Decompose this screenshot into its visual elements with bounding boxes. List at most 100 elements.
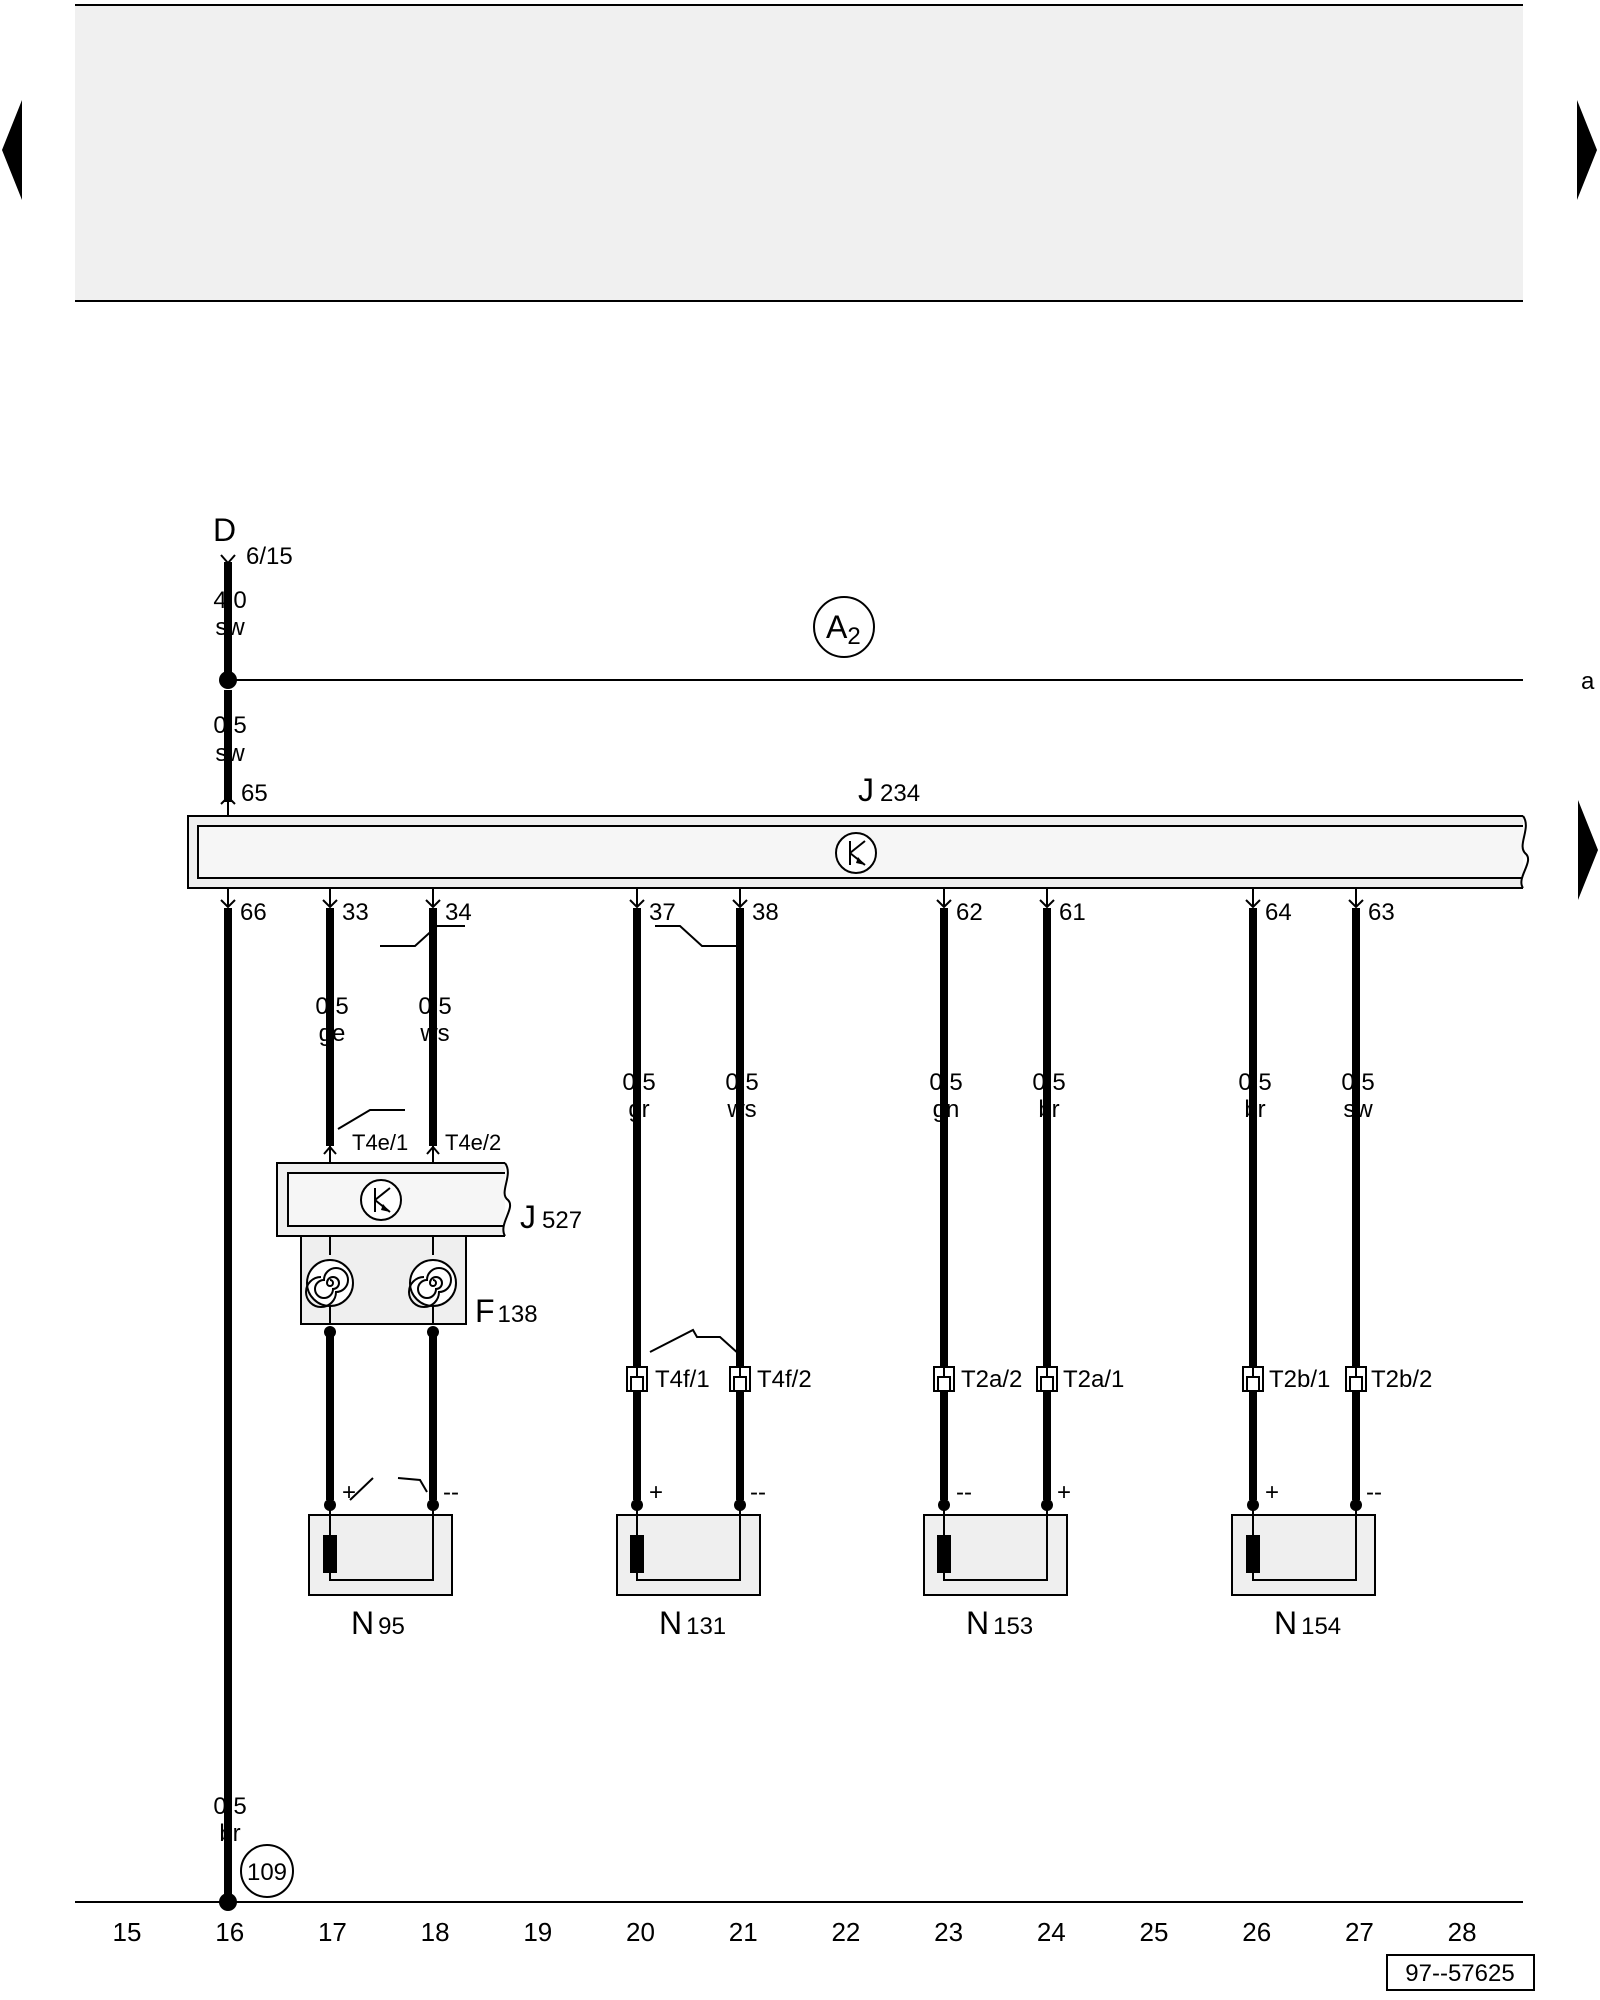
column-number: 21 <box>729 1917 758 1947</box>
sub-unit-transistor-arrow-icon <box>381 1204 390 1212</box>
wire-size: 0,5 <box>929 1069 962 1096</box>
polarity-right: -- <box>1366 1479 1382 1506</box>
polarity-right: + <box>1057 1479 1071 1506</box>
pin-number: 64 <box>1265 899 1292 926</box>
wire-color: ge <box>319 1020 346 1047</box>
wire-size: 0,5 <box>1238 1069 1271 1096</box>
pin-number: 66 <box>240 899 267 926</box>
ground-wire-color: br <box>219 1820 240 1847</box>
connector-arrow-icon <box>426 1145 440 1155</box>
polarity-left: -- <box>956 1479 972 1506</box>
pin-arrow-icon <box>1348 899 1364 909</box>
igniter-number: 131 <box>686 1613 726 1640</box>
control-unit-electronic-icon <box>835 832 877 874</box>
polarity-left: + <box>1265 1479 1279 1506</box>
supply-wire-lower-color: sw <box>215 740 245 767</box>
pin-number: 38 <box>752 899 779 926</box>
wire-color: ws <box>419 1020 449 1047</box>
pin-number: 61 <box>1059 899 1086 926</box>
column-number: 18 <box>421 1917 450 1947</box>
output-pins: 66 33 34 37 38 62 61 64 63 <box>220 888 1395 926</box>
connector-arrow-icon <box>323 1145 337 1155</box>
bus-junction <box>219 671 237 689</box>
wire-color: ws <box>726 1096 756 1123</box>
connector-t4e-2: T4e/2 <box>445 1130 501 1155</box>
bus-marker-letter: A <box>826 609 848 645</box>
pin-number: 62 <box>956 899 983 926</box>
connector-t2b-1: T2b/1 <box>1269 1366 1330 1393</box>
polarity-right: -- <box>750 1479 766 1506</box>
twisted-pair-t4e <box>337 1109 405 1130</box>
column-number: 23 <box>934 1917 963 1947</box>
igniter-letter: N <box>659 1605 682 1641</box>
prev-page-arrow-icon[interactable] <box>2 100 22 200</box>
wire-size: 0,5 <box>725 1069 758 1096</box>
inline-connector-pin-icon <box>733 1367 747 1391</box>
pin-number: 37 <box>649 899 676 926</box>
pin-arrow-icon <box>629 899 645 909</box>
clockspring-number: 138 <box>498 1301 538 1328</box>
column-number: 25 <box>1140 1917 1169 1947</box>
wire-size: 0,5 <box>1032 1069 1065 1096</box>
pin-number: 34 <box>445 899 472 926</box>
clockspring-coil-right-icon <box>408 1259 457 1324</box>
bus-marker-circle <box>813 596 875 658</box>
ground-point-circle <box>240 1844 294 1898</box>
connector-t4f-2: T4f/2 <box>757 1366 812 1393</box>
control-unit-pin-in: 65 <box>241 780 268 807</box>
igniter-element-icon <box>630 1535 644 1573</box>
igniter-element-icon <box>323 1535 337 1573</box>
connector-t4f-1: T4f/1 <box>655 1366 710 1393</box>
side-label: a <box>1581 668 1595 695</box>
column-number: 28 <box>1448 1917 1477 1947</box>
connector-t2a-1: T2a/1 <box>1063 1366 1124 1393</box>
inline-connector-pin-icon <box>630 1367 644 1391</box>
column-number: 22 <box>831 1917 860 1947</box>
column-number: 16 <box>215 1917 244 1947</box>
wire-color: br <box>1038 1096 1059 1123</box>
pin-arrow-icon <box>936 899 952 909</box>
wire-color: br <box>1244 1096 1265 1123</box>
control-unit-break <box>1520 815 1529 889</box>
igniter-letter: N <box>1274 1605 1297 1641</box>
inline-connector-pin-icon <box>1040 1367 1054 1391</box>
clockspring-coil-left-icon <box>305 1259 354 1324</box>
continuation-arrow-icon <box>1578 800 1598 900</box>
wire-size: 0,5 <box>1341 1069 1374 1096</box>
clockspring-letter: F <box>475 1293 495 1329</box>
pin-number: 63 <box>1368 899 1395 926</box>
wire-size: 0,5 <box>418 993 451 1020</box>
polarity-right: -- <box>443 1479 459 1506</box>
pin-arrow-icon <box>1039 899 1055 909</box>
column-number: 17 <box>318 1917 347 1947</box>
bus-marker: A2 <box>826 609 861 650</box>
column-number: 26 <box>1242 1917 1271 1947</box>
wire-size: 0,5 <box>315 993 348 1020</box>
wire-size: 0,5 <box>622 1069 655 1096</box>
igniter-number: 153 <box>993 1613 1033 1640</box>
pin-arrow-icon <box>425 899 441 909</box>
igniter-letter: N <box>966 1605 989 1641</box>
supply-terminal-icon <box>220 554 236 565</box>
igniter-number: 95 <box>378 1613 405 1640</box>
polarity-left: + <box>342 1479 356 1506</box>
inline-connector-pin-icon <box>1349 1367 1363 1391</box>
twisted-pair-37-38 <box>655 925 738 947</box>
pin-number: 33 <box>342 899 369 926</box>
polarity-left: + <box>649 1479 663 1506</box>
connector-t2a-2: T2a/2 <box>961 1366 1022 1393</box>
supply-wire-lower-size: 0,5 <box>213 712 246 739</box>
pin-65-arrow-icon <box>220 795 236 805</box>
twisted-pair-t4f <box>649 1328 741 1356</box>
supply-wire-upper-size: 4,0 <box>213 587 246 614</box>
next-page-arrow-icon[interactable] <box>1577 100 1597 200</box>
twisted-pair-33-34 <box>380 925 465 947</box>
inline-connector-pin-icon <box>937 1367 951 1391</box>
igniter-element-icon <box>1246 1535 1260 1573</box>
